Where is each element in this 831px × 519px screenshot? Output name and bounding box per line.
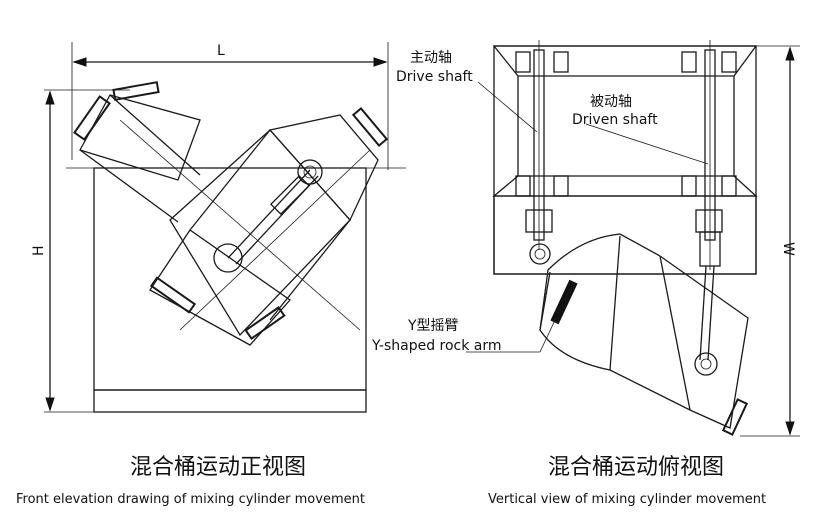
v-cylinder-front <box>73 81 389 346</box>
lower-frame <box>493 195 757 275</box>
front-caption-zh: 混合桶运动正视图 <box>130 455 306 480</box>
drive-shaft-label-en: Drive shaft <box>396 69 473 85</box>
dimension-L: L <box>71 42 389 170</box>
dimension-H: H <box>31 89 130 413</box>
dimension-W-label: W <box>780 242 796 256</box>
dimension-H-label: H <box>31 245 47 256</box>
mixing-cylinder-top <box>539 233 749 436</box>
vertical-caption-zh: 混合桶运动俯视图 <box>548 455 724 480</box>
rock-arm-label-zh: Y型摇臂 <box>407 318 459 334</box>
driven-shaft-label-en: Driven shaft <box>572 112 658 128</box>
driven-shaft-label-zh: 被动轴 <box>590 94 632 110</box>
front-caption-en: Front elevation drawing of mixing cylind… <box>16 492 365 507</box>
rock-arm-label-en: Y-shaped rock arm <box>371 338 502 354</box>
base-plate <box>93 389 367 413</box>
vertical-view-drawing: W <box>466 40 800 437</box>
vertical-caption-en: Vertical view of mixing cylinder movemen… <box>488 492 766 507</box>
driven-shaft <box>704 40 716 270</box>
top-frame <box>493 45 757 275</box>
drive-shaft <box>533 40 545 250</box>
front-elevation-drawing: L H <box>31 42 406 413</box>
dimension-W: W <box>740 45 800 437</box>
frame-box <box>93 167 367 391</box>
dimension-L-label: L <box>217 43 225 59</box>
drive-shaft-label-zh: 主动轴 <box>410 50 452 66</box>
